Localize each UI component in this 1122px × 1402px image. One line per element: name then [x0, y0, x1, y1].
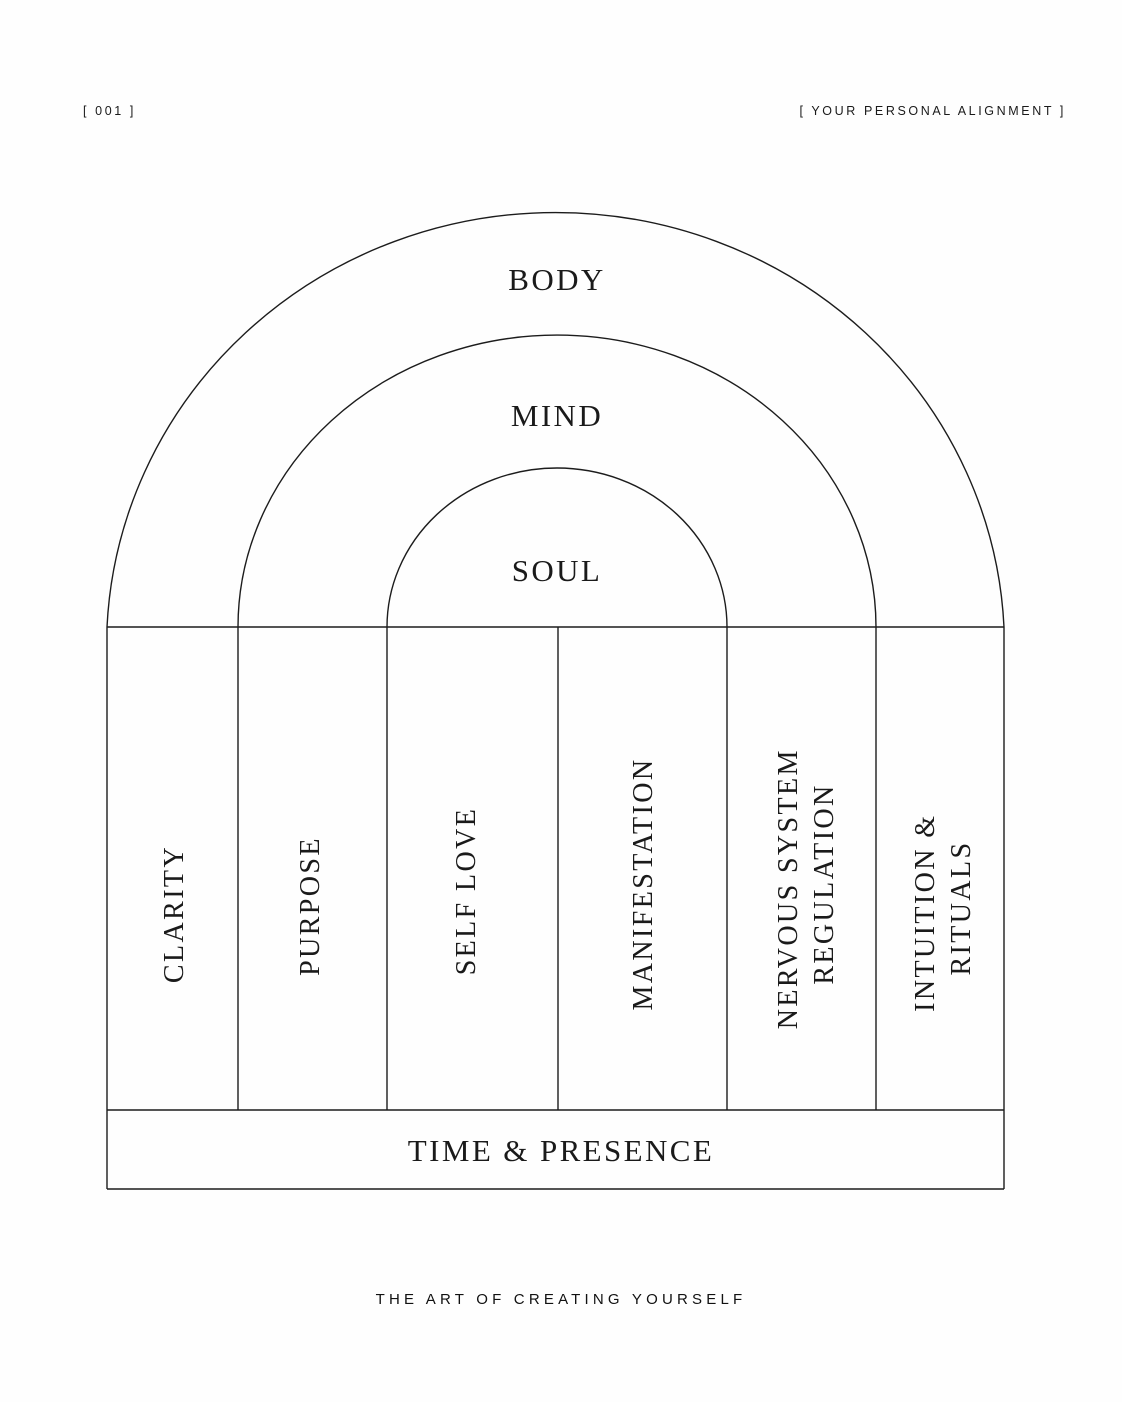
pillar-label-nervous-system-regulation: NERVOUS SYSTEM REGULATION — [773, 739, 840, 1029]
inner-arch — [386, 467, 728, 628]
middle-arch — [237, 334, 877, 628]
page-title: [ YOUR PERSONAL ALIGNMENT ] — [799, 104, 1066, 118]
pillar-label-intuition-rituals: INTUITION & RITUALS — [910, 804, 977, 1012]
pillar-label-self-love: SELF LOVE — [451, 807, 482, 976]
pillar-label-purpose: PURPOSE — [295, 836, 326, 976]
mind-label: MIND — [511, 398, 603, 433]
pillar-label-clarity: CLARITY — [159, 845, 190, 983]
body-label: BODY — [508, 262, 605, 297]
base-label-time-presence: TIME & PRESENCE — [408, 1133, 714, 1168]
footer-tagline: THE ART OF CREATING YOURSELF — [375, 1291, 747, 1308]
pillar-label-manifestation: MANIFESTATION — [628, 758, 659, 1011]
outer-arch — [106, 211, 1005, 628]
soul-label: SOUL — [512, 553, 603, 588]
page-number: [ 001 ] — [83, 104, 136, 118]
